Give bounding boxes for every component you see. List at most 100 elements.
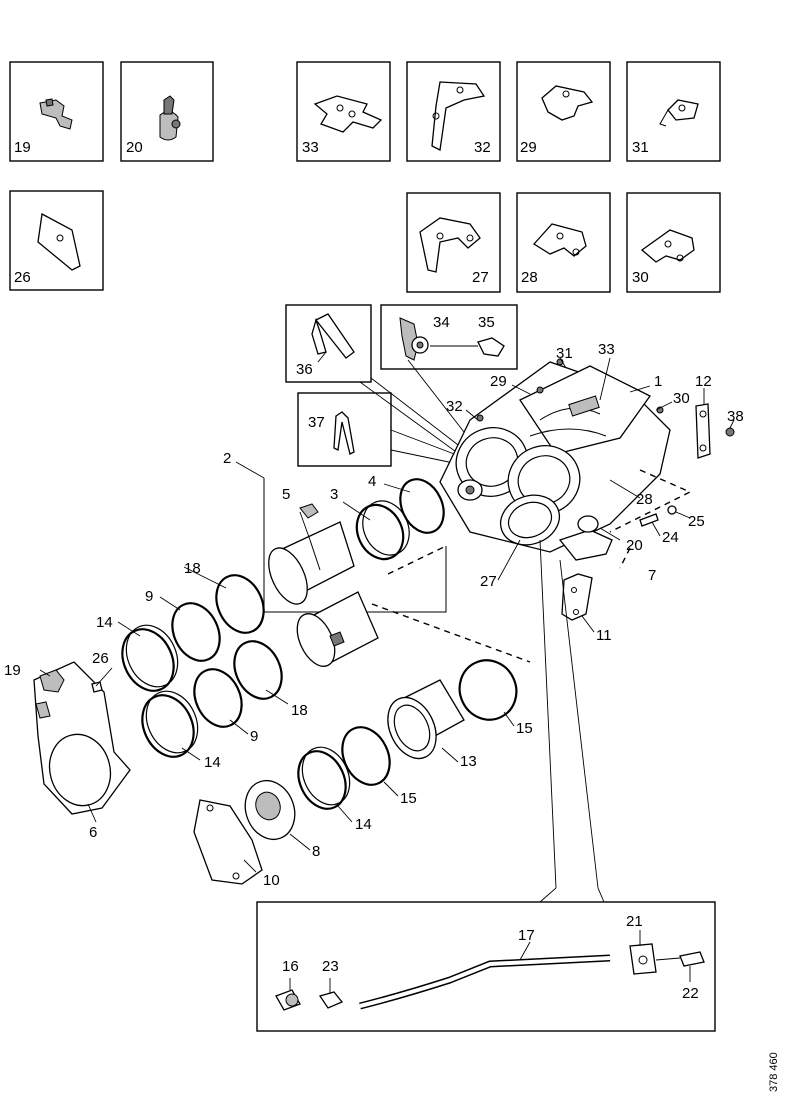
callout-20: 20 <box>626 537 643 554</box>
label-28: 28 <box>521 269 538 286</box>
pipe-part-13[interactable] <box>379 679 465 766</box>
sensor-part-20 <box>159 95 181 141</box>
callout-3: 3 <box>330 486 338 503</box>
bracket-part-32 <box>431 81 486 151</box>
callout-15-left: 15 <box>400 790 417 807</box>
inset-box-28[interactable]: 28 <box>516 192 611 293</box>
callout-31: 31 <box>556 345 573 362</box>
ring-part-14c[interactable] <box>289 740 358 817</box>
callout-32: 32 <box>446 398 463 415</box>
callout-11: 11 <box>596 627 612 644</box>
drawing-reference: 378 460 <box>768 1052 780 1092</box>
pipe-part-17 <box>359 954 611 1010</box>
heat-shield-part-10[interactable] <box>193 799 263 885</box>
callout-9-bottom: 9 <box>250 728 258 745</box>
callout-14-top: 14 <box>96 614 113 631</box>
label-31: 31 <box>632 139 649 156</box>
label-29: 29 <box>520 139 537 156</box>
callout-21: 21 <box>626 913 643 930</box>
label-30: 30 <box>632 269 649 286</box>
callout-23: 23 <box>322 958 339 975</box>
callout-37: 37 <box>308 414 325 431</box>
ring-part-9a[interactable] <box>163 596 228 669</box>
bolt-part-24[interactable] <box>639 513 659 527</box>
callout-22: 22 <box>682 985 699 1002</box>
sensor-part-22 <box>655 951 705 967</box>
bracket-part-29 <box>541 85 594 121</box>
bracket-part-31 <box>659 99 699 127</box>
clip-part-34 <box>399 317 429 361</box>
bracket-part-11[interactable] <box>561 573 593 621</box>
callout-17: 17 <box>518 927 535 944</box>
ring-part-14b[interactable] <box>133 683 208 765</box>
ring-part-15a[interactable] <box>450 651 526 729</box>
callout-36: 36 <box>296 361 313 378</box>
callout-24: 24 <box>662 529 679 546</box>
inset-box-26[interactable]: 26 <box>9 190 104 291</box>
label-20: 20 <box>126 139 143 156</box>
bracket-part-30 <box>640 229 695 263</box>
ring-part-3[interactable] <box>348 493 418 566</box>
callout-1: 1 <box>654 373 662 390</box>
callout-30: 30 <box>673 390 690 407</box>
bracket-part-37 <box>333 411 355 455</box>
callout-9-top: 9 <box>145 588 153 605</box>
bracket-part-12[interactable] <box>695 403 711 459</box>
bracket-part-21 <box>629 943 657 975</box>
ring-part-18a[interactable] <box>207 568 272 641</box>
nut-part-38[interactable] <box>725 427 735 437</box>
fitting-part-16 <box>275 989 301 1011</box>
inset-box-19[interactable]: 19 <box>9 61 104 162</box>
bracket-part-33 <box>313 95 383 133</box>
inset-box-36[interactable]: 36 <box>285 304 372 383</box>
inset-box-33[interactable]: 33 <box>296 61 391 162</box>
callout-8: 8 <box>312 843 320 860</box>
callout-28: 28 <box>636 491 653 508</box>
inset-box-30[interactable]: 30 <box>626 192 721 293</box>
ring-part-9b[interactable] <box>185 662 250 735</box>
callout-25: 25 <box>688 513 705 530</box>
clip-part-19 <box>39 98 73 130</box>
label-26: 26 <box>14 269 31 286</box>
callout-13: 13 <box>460 753 477 770</box>
catalyst-housing-part[interactable] <box>261 521 355 610</box>
tab-part-26[interactable] <box>91 681 103 693</box>
inset-box-29[interactable]: 29 <box>516 61 611 162</box>
silencer-assembly-1[interactable] <box>439 358 671 561</box>
inset-box-27[interactable]: 27 <box>406 192 501 293</box>
inset-box-31[interactable]: 31 <box>626 61 721 162</box>
inset-box-sensor-line[interactable] <box>256 901 716 1032</box>
callout-18-top: 18 <box>184 560 201 577</box>
callout-27: 27 <box>480 573 497 590</box>
cone-part-8[interactable] <box>237 774 303 847</box>
end-cover-part-6[interactable] <box>33 661 131 815</box>
callout-2: 2 <box>223 450 231 467</box>
callout-10: 10 <box>263 872 280 889</box>
nut-part-23 <box>318 991 344 1009</box>
callout-38: 38 <box>727 408 744 425</box>
callout-19: 19 <box>4 662 21 679</box>
ring-part-18b[interactable] <box>225 634 290 707</box>
ring-part-4[interactable] <box>392 472 452 540</box>
inset-box-32[interactable]: 32 <box>406 61 501 162</box>
label-19: 19 <box>14 139 31 156</box>
callout-6: 6 <box>89 824 97 841</box>
inset-box-20[interactable]: 20 <box>120 61 214 162</box>
callout-5: 5 <box>282 486 290 503</box>
bracket-part-28 <box>532 223 587 257</box>
callout-16: 16 <box>282 958 299 975</box>
label-32: 32 <box>474 139 491 156</box>
clamp-part-5[interactable] <box>299 503 319 519</box>
hose-part-36 <box>311 313 355 359</box>
ring-part-15b[interactable] <box>333 720 398 793</box>
dpf-part[interactable] <box>290 591 379 672</box>
callout-33: 33 <box>598 341 615 358</box>
label-33: 33 <box>302 139 319 156</box>
callout-18-bottom: 18 <box>291 702 308 719</box>
callout-7: 7 <box>648 567 656 584</box>
washer-part-25[interactable] <box>667 505 677 515</box>
inset-box-37[interactable]: 37 <box>297 392 392 467</box>
inset-box-34-35[interactable]: 34 35 <box>380 304 518 370</box>
ring-part-14a[interactable] <box>113 617 188 699</box>
